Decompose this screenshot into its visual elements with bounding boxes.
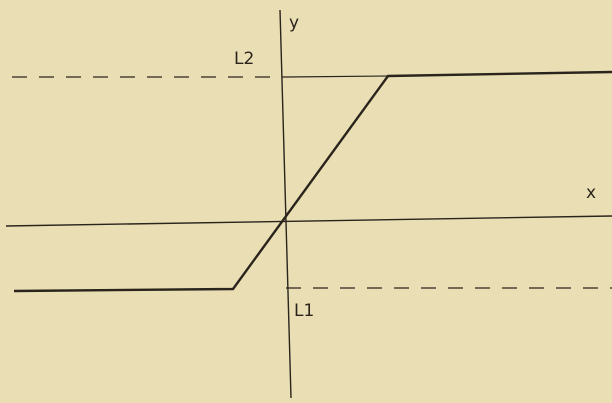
lower-level-label: L1 — [294, 301, 314, 321]
saturation-curve — [13, 70, 612, 293]
x-axis-label: x — [586, 183, 596, 203]
y-axis — [279, 9, 292, 399]
upper-level-label: L2 — [234, 49, 254, 69]
y-axis-label: y — [289, 13, 299, 33]
upper-level-solid-segment — [285, 75, 391, 78]
x-axis — [5, 215, 612, 227]
